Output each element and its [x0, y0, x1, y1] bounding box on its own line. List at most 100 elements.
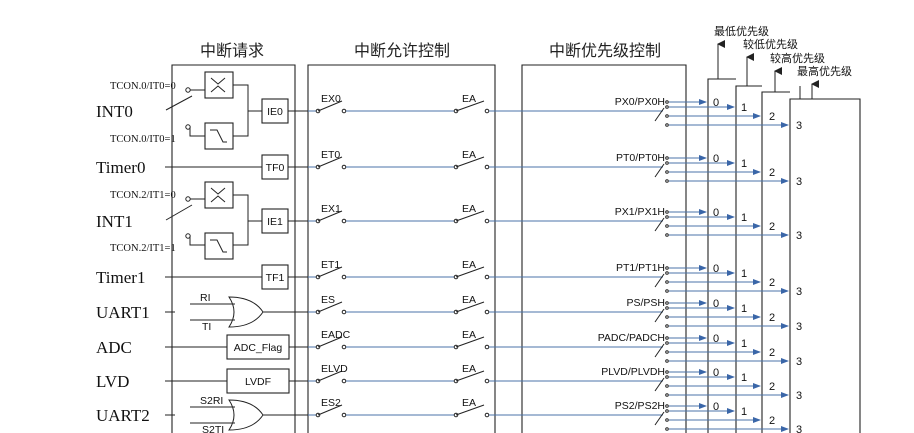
tcon-label-int0-it1: TCON.0/IT0=1 [110, 134, 176, 145]
switch-contact [453, 274, 459, 280]
priority-level-number: 0 [713, 298, 719, 310]
enable-bit-label: EX1 [321, 203, 341, 215]
selector-contact [665, 375, 669, 379]
switch-contact [315, 274, 321, 280]
selector-contact [665, 156, 669, 160]
selector-contact [665, 224, 669, 228]
priority-level-number: 0 [713, 153, 719, 165]
gate-wire [190, 406, 308, 424]
selector-contact [665, 393, 669, 397]
flag-label: TF0 [266, 162, 285, 174]
flag-label: LVDF [245, 376, 271, 388]
priority-level-number: 1 [741, 212, 747, 224]
enable-switch [317, 370, 343, 382]
global-enable-label: EA [462, 259, 476, 271]
enable-bit-label: ES2 [321, 397, 341, 409]
flag-label: IE1 [267, 216, 283, 228]
switch-contact [453, 344, 459, 350]
switch-contact [315, 164, 321, 170]
selector-contact [665, 341, 669, 345]
priority-bit-label: PADC/PADCH [598, 332, 665, 344]
flag-label: ADC_Flag [234, 342, 283, 354]
priority-selector [654, 217, 665, 232]
priority-level-label: 最低优先级 [714, 25, 769, 38]
enable-bit-label: EX0 [321, 93, 341, 105]
priority-level-number: 0 [713, 263, 719, 275]
priority-level-number: 3 [796, 321, 802, 333]
switch-contact [484, 309, 490, 315]
switch-contact [453, 309, 459, 315]
gate-input-label: S2TI [202, 424, 224, 433]
global-enable-label: EA [462, 294, 476, 306]
switch-contact [315, 218, 321, 224]
switch-contact [484, 378, 490, 384]
priority-level-number: 0 [713, 401, 719, 413]
switch-contact [453, 108, 459, 114]
priority-level-number: 1 [741, 268, 747, 280]
request-section-frame [171, 64, 296, 433]
priority-bit-label: PT0/PT0H [616, 152, 665, 164]
priority-level-number: 0 [713, 97, 719, 109]
priority-level-number: 0 [713, 207, 719, 219]
section-title-priority: 中断优先级控制 [549, 41, 661, 60]
global-enable-label: EA [462, 397, 476, 409]
priority-level-label: 较高优先级 [770, 51, 825, 65]
switch-contact [315, 378, 321, 384]
selector-contact [665, 215, 669, 219]
selector-contact [665, 324, 669, 328]
selector-contact [665, 427, 669, 431]
switch-contact [341, 344, 347, 350]
global-enable-switch [455, 404, 485, 416]
priority-level-number: 2 [769, 312, 775, 324]
priority-level-number: 1 [741, 372, 747, 384]
gate-input-label: S2RI [200, 395, 223, 407]
selector-contact [665, 114, 669, 118]
selector-contact [665, 100, 669, 104]
selector-contact [665, 315, 669, 319]
priority-selector [654, 273, 665, 288]
selector-contact [665, 271, 669, 275]
global-enable-switch [455, 370, 485, 382]
priority-level-number: 2 [769, 111, 775, 123]
switch-contact [341, 108, 347, 114]
global-enable-label: EA [462, 93, 476, 105]
section-title-enable: 中断允许控制 [354, 41, 450, 60]
flag-label: TF1 [266, 272, 285, 284]
tcon-label-int0-it0: TCON.0/IT0=0 [110, 81, 176, 92]
priority-level-number: 1 [741, 406, 747, 418]
interrupt-source-label: INT1 [96, 212, 133, 231]
switch-contact [453, 218, 459, 224]
int-detect-blocks [165, 71, 262, 260]
selector-contact [665, 418, 669, 422]
priority-selector [654, 377, 665, 392]
priority-level-number: 2 [769, 221, 775, 233]
gate-wire [190, 303, 308, 321]
selector-contact [665, 161, 669, 165]
priority-level-number: 3 [796, 390, 802, 402]
selector-contact [665, 384, 669, 388]
selector-contact [665, 280, 669, 284]
priority-bit-label: PS/PSH [626, 297, 665, 309]
priority-level-number: 1 [741, 338, 747, 350]
selector-contact [665, 233, 669, 237]
interrupt-source-label: UART2 [96, 406, 150, 425]
enable-switch [317, 100, 343, 112]
switch-contact [453, 412, 459, 418]
switch-contact [341, 164, 347, 170]
priority-level-number: 2 [769, 167, 775, 179]
priority-level-number: 3 [796, 286, 802, 298]
enable-switch [317, 156, 343, 168]
global-enable-switch [455, 301, 485, 313]
priority-level-number: 0 [713, 333, 719, 345]
selector-contact [665, 266, 669, 270]
global-enable-switch [455, 210, 485, 222]
selector-contact [665, 404, 669, 408]
section-title-request: 中断请求 [200, 41, 264, 60]
global-enable-label: EA [462, 149, 476, 161]
interrupt-source-label: Timer1 [96, 268, 145, 287]
gate-input-label: TI [202, 321, 211, 333]
switch-contact [484, 164, 490, 170]
priority-bit-label: PS2/PS2H [615, 400, 665, 412]
